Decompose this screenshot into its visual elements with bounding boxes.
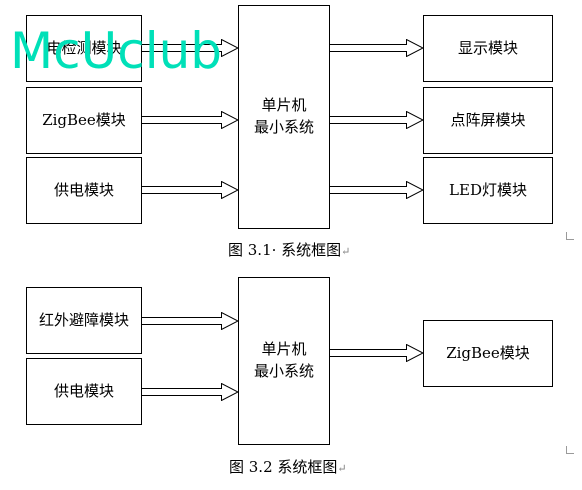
- figure-caption: 图 3.1· 系统框图↵: [228, 239, 350, 260]
- mcu-line-2: 最小系统: [253, 118, 314, 136]
- module-box-power-detect: 电检测模块: [26, 15, 142, 82]
- module-box-zigbee: ZigBee模块: [423, 320, 553, 387]
- module-box-zigbee: ZigBee模块: [26, 87, 142, 154]
- caption-text: 图 3.1· 系统框图: [228, 241, 342, 259]
- module-label: 显示模块: [457, 39, 518, 57]
- arrow-mcu-to-dot-matrix: [329, 111, 424, 129]
- module-label: ZigBee模块: [446, 344, 530, 362]
- paragraph-mark: ↵: [337, 462, 347, 475]
- margin-mark: [566, 232, 574, 240]
- mcu-system-box: 单片机 最小系统: [238, 5, 330, 229]
- module-box-dot-matrix: 点阵屏模块: [423, 87, 553, 154]
- figure-caption: 图 3.2 系统框图↵: [229, 456, 347, 477]
- arrow-mcu-to-display: [329, 39, 424, 57]
- arrow-infrared-to-mcu: [141, 312, 239, 330]
- mcu-line-1: 单片机: [261, 96, 307, 115]
- module-label: 电检测模块: [46, 39, 122, 57]
- arrow-power-detect-to-mcu: [141, 39, 239, 57]
- arrow-zigbee-to-mcu: [141, 111, 239, 129]
- mcu-line-2: 最小系统: [253, 362, 314, 380]
- module-box-power-supply: 供电模块: [26, 157, 142, 224]
- module-label: 供电模块: [53, 382, 114, 400]
- arrow-mcu-to-led: [329, 181, 424, 199]
- module-label: 供电模块: [53, 181, 114, 199]
- margin-mark: [566, 446, 574, 454]
- module-box-led: LED灯模块: [423, 157, 553, 224]
- mcu-line-1: 单片机: [261, 340, 307, 359]
- module-box-infrared-avoidance: 红外避障模块: [26, 287, 142, 354]
- watermark-logo: McUclub: [10, 22, 223, 80]
- arrow-power-supply-to-mcu: [141, 383, 239, 401]
- arrow-mcu-to-zigbee: [329, 344, 424, 362]
- arrow-power-supply-to-mcu: [141, 181, 239, 199]
- mcu-system-box: 单片机 最小系统: [238, 277, 330, 445]
- module-box-display: 显示模块: [423, 15, 553, 82]
- paragraph-mark: ↵: [341, 245, 351, 258]
- module-label: LED灯模块: [449, 181, 527, 199]
- module-label: 点阵屏模块: [450, 111, 526, 129]
- module-box-power-supply: 供电模块: [26, 358, 142, 425]
- module-label: 红外避障模块: [38, 311, 129, 329]
- caption-text: 图 3.2 系统框图: [229, 458, 338, 476]
- module-label: ZigBee模块: [42, 111, 126, 129]
